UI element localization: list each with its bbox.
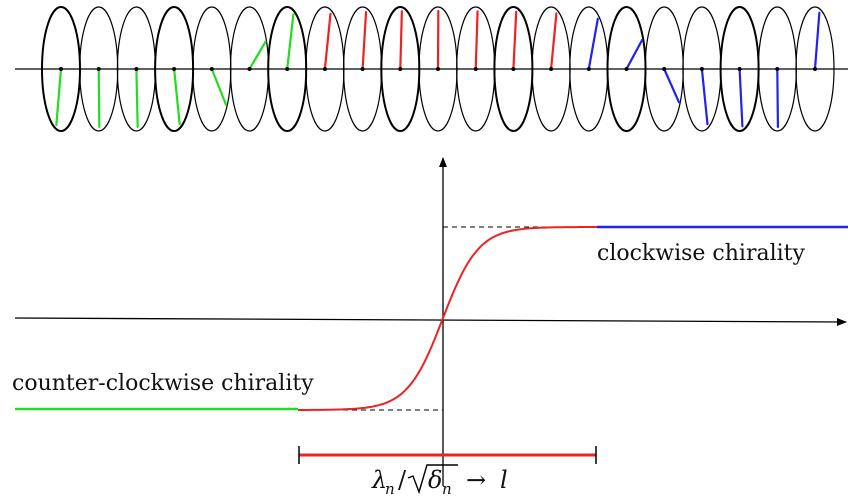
spin-vector: [361, 10, 368, 71]
spin-pivot: [398, 67, 403, 71]
spin-list: [41, 6, 835, 132]
formula-limit: l: [500, 466, 508, 494]
spin-pivot: [96, 67, 101, 71]
formula-lambda-subscript: n: [385, 480, 395, 497]
formula-arrow: →: [466, 466, 486, 494]
spin-pivot: [322, 67, 327, 71]
formula-slash: /: [398, 466, 407, 494]
formula-delta: δ: [428, 466, 442, 494]
spin-pivot: [59, 67, 63, 71]
spin-chain: [15, 6, 848, 132]
spin-vector: [97, 67, 101, 129]
spin-pivot: [549, 67, 554, 71]
spin-pivot: [285, 67, 290, 71]
spin-pivot: [662, 67, 667, 71]
spin-vector: [549, 12, 558, 71]
spin-vector: [55, 67, 63, 127]
spin-pivot: [511, 67, 516, 71]
spin-pivot: [209, 67, 214, 71]
spin-vector: [323, 12, 332, 71]
interval-formula: λ n / δ n → l: [371, 464, 508, 497]
clockwise-label: clockwise chirality: [597, 241, 805, 266]
spin-pivot: [737, 67, 742, 71]
spin-vector: [813, 11, 821, 71]
spin-ellipse: [795, 6, 835, 132]
spin-vector: [399, 10, 403, 71]
spin-pivot: [436, 67, 440, 71]
spin-vector: [700, 67, 709, 126]
spin-pivot: [473, 67, 478, 71]
formula-sqrt-sign: [407, 464, 458, 495]
spin-vector: [663, 67, 681, 104]
spin-vector: [210, 67, 228, 106]
chirality-profile-plot: clockwise chirality counter-clockwise ch…: [12, 157, 848, 497]
spin-vector: [474, 10, 479, 71]
spin-vector: [173, 67, 181, 126]
spin-cell: [795, 6, 835, 132]
spin-pivot: [134, 67, 139, 71]
horizontal-axis: [14, 317, 847, 326]
spin-vector: [625, 38, 644, 71]
transition-curve: [297, 226, 597, 411]
counter-clockwise-label: counter-clockwise chirality: [12, 371, 314, 396]
spin-vector: [512, 10, 518, 71]
spin-pivot: [699, 67, 704, 71]
spin-pivot: [172, 67, 177, 71]
spin-vector: [738, 67, 744, 128]
spin-pivot: [624, 67, 629, 71]
spin-pivot: [586, 67, 591, 71]
spin-vector: [776, 67, 780, 129]
transition-width-interval: λ n / δ n → l: [298, 446, 597, 497]
spin-pivot: [813, 67, 817, 71]
formula-lambda: λ: [371, 466, 387, 494]
spin-pivot: [775, 67, 780, 71]
spin-vector: [135, 67, 139, 128]
formula-delta-subscript: n: [442, 480, 452, 497]
spin-vector: [587, 17, 599, 71]
spin-vector: [286, 13, 295, 71]
spin-vector: [248, 40, 267, 71]
spin-pivot: [247, 67, 252, 71]
spin-pivot: [360, 67, 365, 71]
